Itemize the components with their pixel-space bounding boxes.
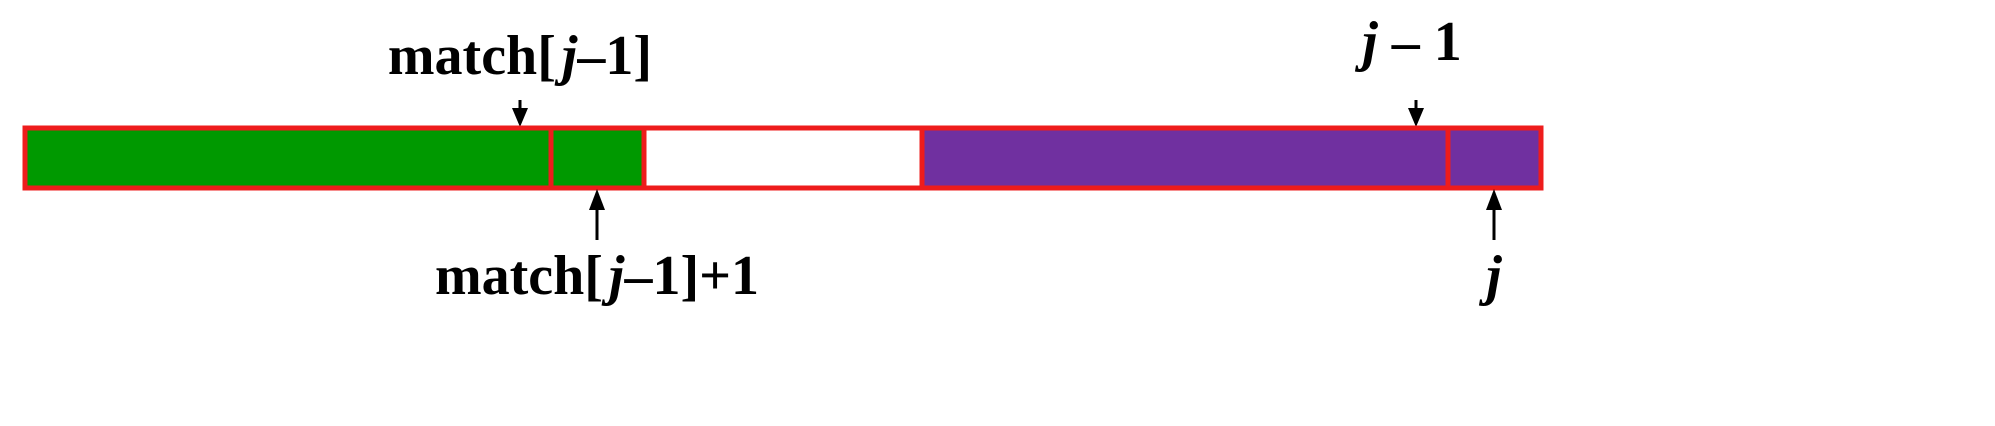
- label-match-j-minus-1-plus-1: match[j–1]+1: [435, 245, 759, 307]
- segment-green-prefix: [22, 125, 554, 191]
- arrow-down-j-minus-1: [1408, 100, 1424, 127]
- segment-purple-j: [1445, 125, 1544, 191]
- label-match-j-minus-1-plus-1-var: j: [601, 245, 625, 307]
- segment-green-next: [548, 125, 647, 191]
- label-j-minus-1-var: j: [1354, 11, 1378, 73]
- label-match-j-minus-1-prefix: match[: [388, 25, 556, 87]
- arrow-down-match-j-minus-1: [512, 100, 528, 127]
- arrow-up-j: [1486, 189, 1502, 240]
- label-j: j: [1478, 245, 1502, 307]
- segment-purple-suffix: [919, 125, 1451, 191]
- label-match-j-minus-1-suffix: –1]: [576, 25, 652, 87]
- label-j-minus-1: j – 1: [1354, 11, 1462, 73]
- label-match-j-minus-1-var: j: [554, 25, 578, 87]
- label-match-j-minus-1-plus-1-prefix: match[: [435, 245, 603, 307]
- segment-bar: [22, 125, 1544, 191]
- label-match-j-minus-1: match[j–1]: [388, 25, 652, 87]
- label-match-j-minus-1-plus-1-suffix: –1]+1: [623, 245, 759, 307]
- arrow-up-match-j-minus-1-plus-1: [589, 189, 605, 240]
- segment-white-gap: [641, 125, 925, 191]
- label-j-minus-1-suffix: – 1: [1378, 11, 1462, 73]
